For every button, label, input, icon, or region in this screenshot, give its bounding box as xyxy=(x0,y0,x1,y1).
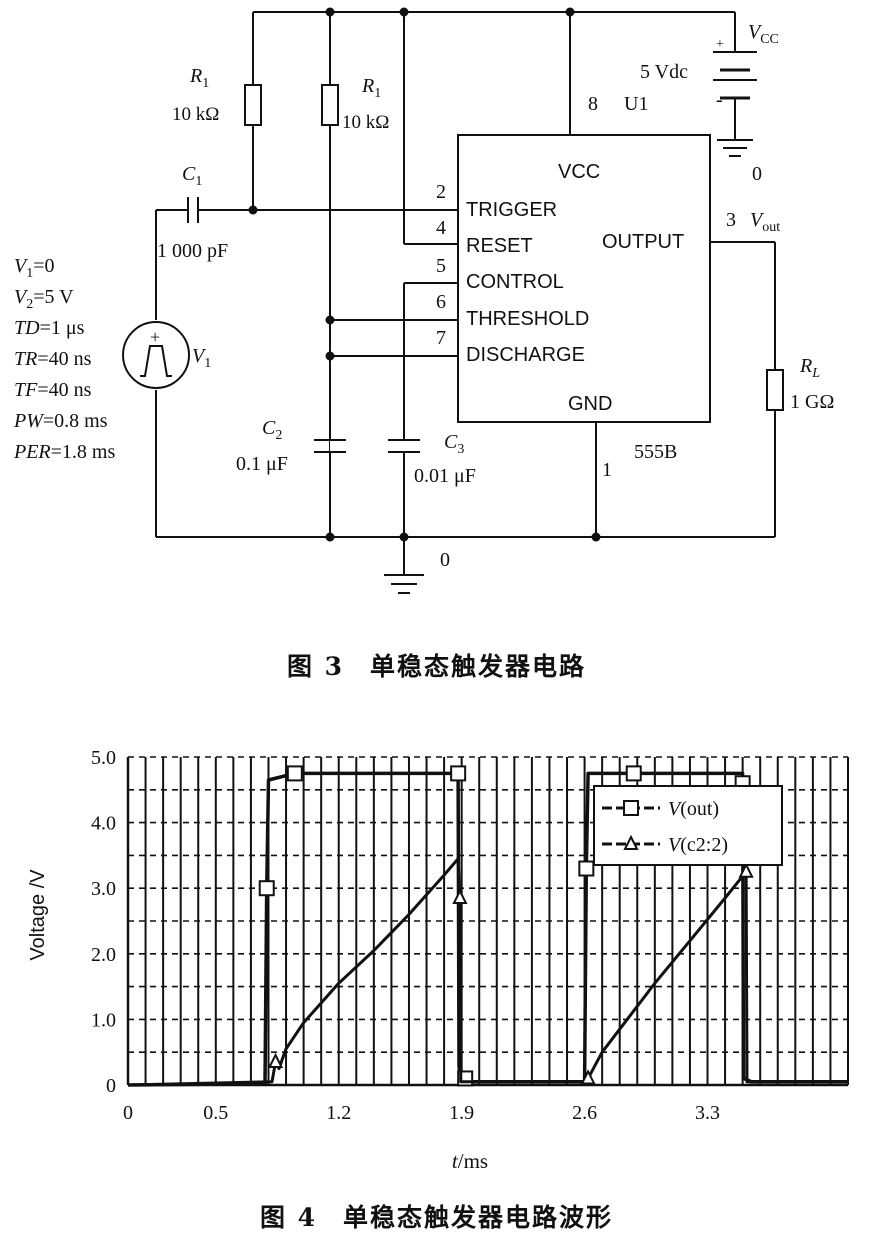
chart-series xyxy=(127,765,848,1087)
pin7-number: 7 xyxy=(436,327,446,349)
x-tick-label: 0.5 xyxy=(203,1102,228,1124)
source-param: PER=1.8 ms xyxy=(13,441,115,463)
ic-part-label: 555B xyxy=(634,441,677,463)
ic-ref-label: U1 xyxy=(624,93,648,115)
vcc-value: 5 Vdc xyxy=(640,61,688,83)
source-param: V1=0 xyxy=(14,255,55,281)
pin4-number: 4 xyxy=(436,217,446,239)
x-axis-label: t/ms xyxy=(452,1149,488,1173)
c1-value: 1 000 pF xyxy=(157,240,228,262)
y-tick-label: 5.0 xyxy=(91,747,116,769)
pin-output-name: OUTPUT xyxy=(602,231,684,253)
c1-name: C1 xyxy=(182,163,202,189)
r1a-value: 10 kΩ xyxy=(172,104,219,125)
r1a-name: R1 xyxy=(189,65,209,91)
vcc-minus-sign: - xyxy=(716,89,723,111)
series-marker-triangle xyxy=(580,1069,596,1085)
source-param: PW=0.8 ms xyxy=(13,410,108,432)
pin5-number: 5 xyxy=(436,255,446,277)
x-tick-label: 2.6 xyxy=(572,1102,597,1124)
x-tick-label: 3.3 xyxy=(695,1102,720,1124)
v1-plus-sign: + xyxy=(150,327,160,347)
series-line-vc2 xyxy=(127,857,848,1087)
pin-vcc-name: VCC xyxy=(558,161,600,183)
rl-name: RL xyxy=(799,355,820,381)
series-marker-square xyxy=(450,765,467,782)
series-marker-square xyxy=(625,765,642,782)
pin-trigger-name: TRIGGER xyxy=(466,199,557,221)
pin-threshold-name: THRESHOLD xyxy=(466,308,589,330)
y-tick-label: 3.0 xyxy=(91,878,116,900)
chart-legend: V(out) V(c2:2) xyxy=(593,785,783,866)
rl-resistor xyxy=(766,369,784,411)
series-marker-square xyxy=(578,860,595,877)
series-marker-triangle xyxy=(738,862,754,878)
series-marker-square xyxy=(286,765,303,782)
pin2-number: 2 xyxy=(436,181,446,203)
vcc-name: VCC xyxy=(748,21,779,47)
legend-label: V(out) xyxy=(668,798,719,820)
circuit-schematic: 8 U1 VCC 2 TRIGGER 4 RESET 5 CONTROL 6 T… xyxy=(13,7,834,594)
v1-name: V1 xyxy=(192,345,211,371)
y-axis-label: Voltage /V xyxy=(27,869,49,961)
vcc-plus-sign: + xyxy=(716,37,724,52)
rl-value: 1 GΩ xyxy=(790,391,834,413)
vout-name: Vout xyxy=(750,209,780,235)
r1b-value: 10 kΩ xyxy=(342,112,389,133)
pin-reset-name: RESET xyxy=(466,235,533,257)
pin-gnd-name: GND xyxy=(568,393,612,415)
chart-ticks: 0 1.0 2.0 3.0 4.0 5.0 0 0.5 1.2 1.9 2.6 3.3 xyxy=(91,747,720,1124)
source-param: TR=40 ns xyxy=(14,348,92,370)
pin8-number: 8 xyxy=(588,93,598,115)
c3-name: C3 xyxy=(444,431,464,457)
r1b-name: R1 xyxy=(361,75,381,101)
waveform-chart: 0 1.0 2.0 3.0 4.0 5.0 0 0.5 1.2 1.9 2.6 3.3 Voltage… xyxy=(27,747,849,1173)
x-tick-label: 0 xyxy=(123,1102,133,1124)
y-tick-label: 1.0 xyxy=(91,1009,116,1031)
y-tick-label: 0 xyxy=(106,1075,116,1097)
y-tick-label: 2.0 xyxy=(91,944,116,966)
pin-discharge-name: DISCHARGE xyxy=(466,344,585,366)
c2-value: 0.1 μF xyxy=(236,453,288,475)
pin6-number: 6 xyxy=(436,291,446,313)
pin-control-name: CONTROL xyxy=(466,271,564,293)
pin3-number: 3 xyxy=(726,209,736,231)
legend-marker-square xyxy=(623,800,639,816)
legend-marker-triangle xyxy=(623,834,639,850)
c2-name: C2 xyxy=(262,417,282,443)
c3-value: 0.01 μF xyxy=(414,465,476,487)
source-parameter-list: V1=0V2=5 V TD=1 μs TR=40 ns TF=40 ns PW=0.8 … xyxy=(13,255,115,463)
r1b-resistor xyxy=(321,84,339,126)
x-tick-label: 1.9 xyxy=(449,1102,474,1124)
x-tick-label: 1.2 xyxy=(326,1102,351,1124)
main-ground-label: 0 xyxy=(440,549,450,571)
r1a-resistor xyxy=(244,84,262,126)
legend-label: V(c2:2) xyxy=(668,834,728,856)
series-marker-square xyxy=(258,880,275,897)
supply-ground-label: 0 xyxy=(752,163,762,185)
pin1-number: 1 xyxy=(602,459,612,481)
series-marker-triangle xyxy=(267,1052,284,1069)
source-param: TD=1 μs xyxy=(14,317,85,339)
series-marker-triangle xyxy=(452,888,468,905)
y-tick-label: 4.0 xyxy=(91,813,116,835)
source-param: V2=5 V xyxy=(14,286,74,312)
source-param: TF=40 ns xyxy=(14,379,92,401)
